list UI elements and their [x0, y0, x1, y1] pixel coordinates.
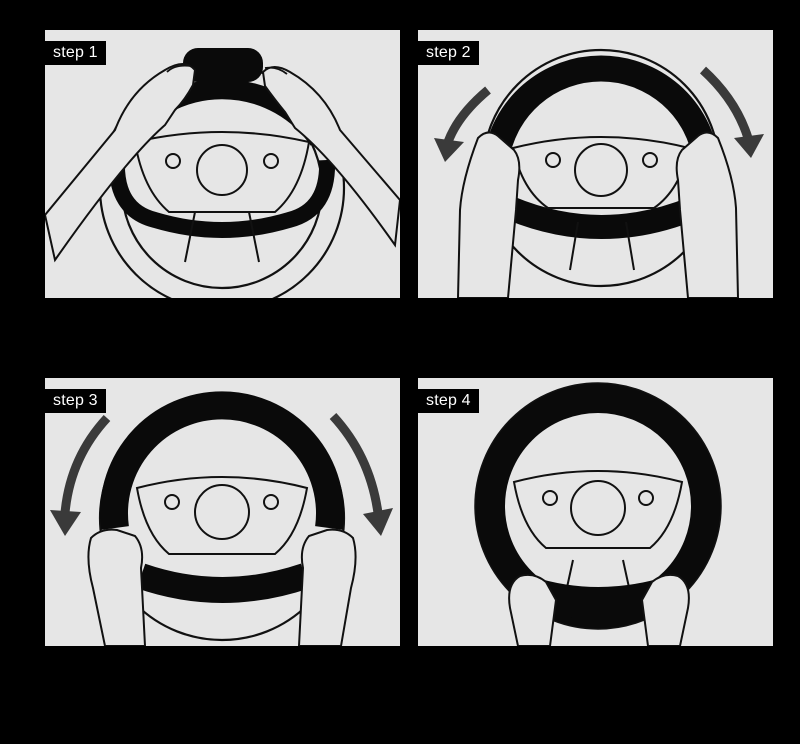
horn-button: [574, 143, 628, 197]
left-hub-button: [164, 494, 180, 510]
step-2-panel: step 2: [418, 30, 773, 298]
left-rotate-arrow: [443, 86, 491, 144]
left-hand: [87, 528, 147, 646]
cover-ring: [100, 391, 344, 530]
right-arrowhead-icon: [734, 134, 764, 158]
right-hand: [640, 573, 690, 646]
wheel-rim-outer: [474, 382, 722, 630]
left-hub-button: [545, 152, 561, 168]
left-arrowhead-icon: [434, 138, 464, 162]
cover-grip: [183, 48, 263, 82]
step-4-panel: step 4: [418, 378, 773, 646]
left-hand: [456, 131, 521, 298]
step-4-label: step 4: [418, 389, 479, 413]
horn-button: [194, 484, 250, 540]
cover-top-band: [483, 55, 719, 163]
horn-button: [196, 144, 248, 196]
cover-bottom-band: [136, 563, 310, 603]
cover-sagging-band: [108, 159, 336, 238]
left-hub-button: [165, 153, 181, 169]
left-rotate-arrow: [60, 414, 111, 514]
step-2-illustration: [434, 48, 764, 298]
right-rotate-arrow: [699, 66, 753, 140]
step-1-panel: step 1: [45, 30, 400, 298]
step-3-illustration: [50, 391, 393, 646]
left-hand: [508, 573, 558, 646]
lower-spokes: [184, 211, 260, 263]
step-4-illustration: [474, 382, 722, 646]
step-1-illustration: [45, 48, 400, 298]
right-hand: [261, 66, 400, 248]
right-hand: [675, 131, 740, 298]
step-1-label: step 1: [45, 41, 106, 65]
cover-bottom-band: [505, 196, 699, 239]
right-hub-button: [642, 152, 658, 168]
right-hub-button: [263, 494, 279, 510]
lower-spokes: [569, 221, 635, 271]
left-hub-button: [542, 490, 558, 506]
right-hub-button: [638, 490, 654, 506]
step-3-panel: step 3: [45, 378, 400, 646]
step-2-label: step 2: [418, 41, 479, 65]
right-arrowhead-icon: [363, 508, 393, 536]
left-hand: [45, 63, 197, 263]
right-hand: [297, 528, 357, 646]
horn-button: [570, 480, 626, 536]
right-rotate-arrow: [329, 412, 383, 514]
step-3-label: step 3: [45, 389, 106, 413]
right-hub-button: [263, 153, 279, 169]
left-arrowhead-icon: [50, 510, 81, 536]
